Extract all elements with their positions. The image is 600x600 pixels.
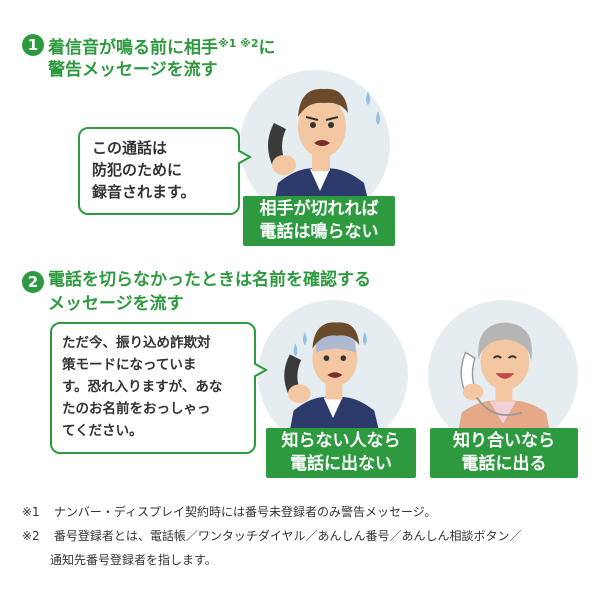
label-line: 相手が切れれば [259,199,379,219]
step-2-right-result-label: 知り合いなら 電話に出る [430,428,578,478]
step-1-bubble-text: この通話は 防犯のために 録音されます。 [80,129,238,211]
footnote-2: ※2 番号登録者とは、電話帳／ワンタッチダイヤル／あんしん番号／あんしん相談ボタ… [22,527,521,545]
footnote-text: ナンバー・ディスプレイ契約時には番号未登録者のみ警告メッセージ。 [53,505,437,519]
bubble-line: 策モードになっていま [62,357,197,373]
bubble-line: ただ今、振り込め詐欺対 [62,335,211,351]
bubble-tail-inner [237,151,248,163]
footnote-mark: ※2 [22,529,40,543]
bubble-line: 録音されます。 [92,183,196,201]
step-1-heading-line1-end: に [258,38,276,58]
step-2-speech-bubble: ただ今、振り込め詐欺対 策モードになっていま す。恐れ入りますが、あな たのお名… [50,322,268,454]
footnote-text: 通知先番号登録者を指します。 [50,553,217,567]
step-2-bubble-text: ただ今、振り込め詐欺対 策モードになっていま す。恐れ入りますが、あな たのお名… [52,324,254,450]
bubble-line: この通話は [92,139,168,157]
step-1-heading: 着信音が鳴る前に相手※1 ※2に [48,32,276,60]
step-1-heading-line2: 警告メッセージを流す [48,60,218,80]
label-line: 電話に出ない [290,454,392,474]
bubble-tail-inner [253,364,264,376]
step-1-result-label: 相手が切れれば 電話は鳴らない [243,196,395,246]
label-line: 電話に出る [461,454,547,474]
label-line: 電話は鳴らない [259,222,379,242]
step-2-badge: 2 [22,271,44,293]
bubble-line: す。恐れ入りますが、あな [62,379,223,395]
step-2-heading-line2: メッセージを流す [48,294,184,314]
bubble-line: 防犯のために [92,161,183,179]
footnote-text: 番号登録者とは、電話帳／ワンタッチダイヤル／あんしん番号／あんしん相談ボタン／ [53,529,522,543]
step-1-footnote-marks: ※1 ※2 [218,37,259,50]
footnote-2-continued: 通知先番号登録者を指します。 [50,551,217,569]
step-2-heading-line1: 電話を切らなかったときは名前を確認する [48,270,371,290]
step-2-left-result-label: 知らない人なら 電話に出ない [266,428,416,478]
label-line: 知らない人なら [281,431,401,451]
bubble-line: てください。 [62,423,143,439]
bubble-line: たのお名前をおっしゃっ [62,401,211,417]
label-line: 知り合いなら [453,431,555,451]
step-1-speech-bubble: この通話は 防犯のために 録音されます。 [78,127,252,215]
footnote-mark: ※1 [22,505,40,519]
step-1-badge: 1 [22,34,44,56]
step-1-heading-line1: 着信音が鳴る前に相手 [48,38,218,58]
footnote-1: ※1 ナンバー・ディスプレイ契約時には番号未登録者のみ警告メッセージ。 [22,503,436,521]
